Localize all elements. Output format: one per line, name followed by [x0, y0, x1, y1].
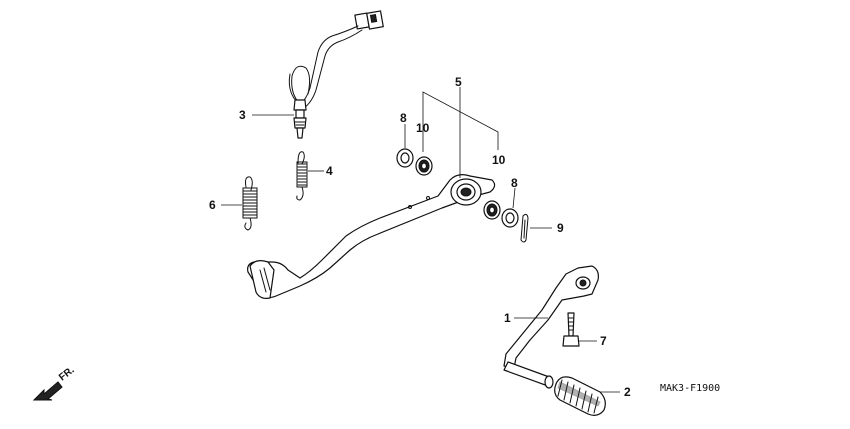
gearshift-lever-part — [503, 265, 599, 389]
seal-10-left — [415, 156, 433, 176]
washer-8-right — [501, 208, 519, 228]
callout-labels: 1 2 3 4 5 6 7 8 8 9 10 10 — [209, 75, 631, 399]
front-arrow-label: FR. — [57, 365, 77, 384]
leader-lines — [221, 87, 620, 393]
callout-5: 5 — [455, 75, 462, 89]
brake-pedal-part — [247, 174, 496, 299]
spring-part-4 — [296, 151, 308, 201]
stop-switch-part — [288, 10, 384, 139]
bolt-part — [562, 312, 580, 347]
callout-8-right: 8 — [511, 176, 518, 190]
cotter-pin-part — [520, 213, 529, 243]
callout-6: 6 — [209, 198, 216, 212]
callout-1: 1 — [504, 311, 511, 325]
callout-10-right: 10 — [492, 153, 506, 167]
front-direction-arrow: FR. — [32, 365, 77, 401]
callout-7: 7 — [600, 334, 607, 348]
diagram-code: MAK3-F1900 — [660, 383, 720, 394]
callout-2: 2 — [624, 385, 631, 399]
shift-rubber-part — [554, 376, 606, 416]
seal-10-right — [483, 200, 501, 220]
callout-4: 4 — [326, 164, 333, 178]
callout-3: 3 — [239, 108, 246, 122]
callout-9: 9 — [557, 221, 564, 235]
spring-part-6 — [242, 176, 258, 231]
callout-8-left: 8 — [400, 111, 407, 125]
callout-10-left: 10 — [416, 121, 430, 135]
bracket-lines — [422, 91, 499, 152]
washer-8-left — [396, 148, 414, 168]
